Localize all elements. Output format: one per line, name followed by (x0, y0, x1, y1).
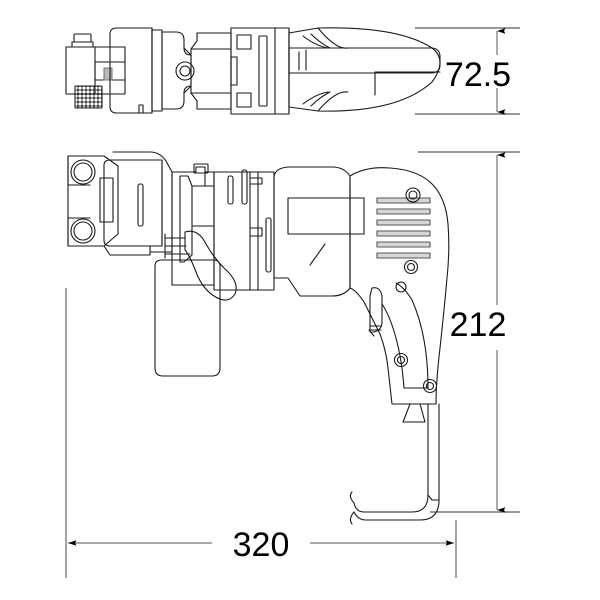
trigger (368, 287, 383, 337)
motor-housing (273, 166, 351, 297)
height-dimension: 72.5 (415, 27, 520, 115)
jaw-holder (99, 159, 163, 247)
dimension-layer: 72.5 212 320 (65, 27, 520, 578)
cylinder-collar (151, 29, 163, 112)
ram-housing (171, 163, 215, 286)
grip-screws (393, 187, 438, 394)
upper-pin-boss (70, 159, 96, 185)
knurled-adjust-screw (71, 33, 103, 109)
pivot-pin (175, 61, 195, 81)
lower-pin-boss (70, 218, 96, 244)
name-plate (287, 197, 365, 235)
power-cord (349, 491, 440, 525)
ram-barrel (190, 32, 232, 110)
cylinder-body (109, 27, 153, 114)
grip-screw-top (405, 187, 421, 203)
grip-screw-mid (403, 259, 419, 275)
overall-length-dimension: 320 (65, 288, 457, 578)
pistol-grip (349, 167, 450, 405)
height-dimension-text: 72.5 (445, 56, 511, 94)
overall-height-dimension-text: 212 (450, 306, 507, 344)
vent-slots (376, 197, 431, 259)
grip-screw-bottom (422, 378, 438, 394)
grip-screw-lower (393, 352, 409, 368)
cutter-jaw (67, 155, 119, 247)
top-view-group (65, 27, 441, 115)
strain-relief (402, 403, 440, 501)
overall-height-dimension: 212 (418, 151, 520, 513)
side-view-group (67, 151, 450, 525)
release-lever (164, 230, 237, 301)
tapered-grip (288, 27, 441, 112)
gear-case (213, 169, 275, 291)
oil-reservoir (154, 259, 221, 377)
overall-length-dimension-text: 320 (233, 526, 290, 564)
gear-housing (230, 27, 290, 115)
